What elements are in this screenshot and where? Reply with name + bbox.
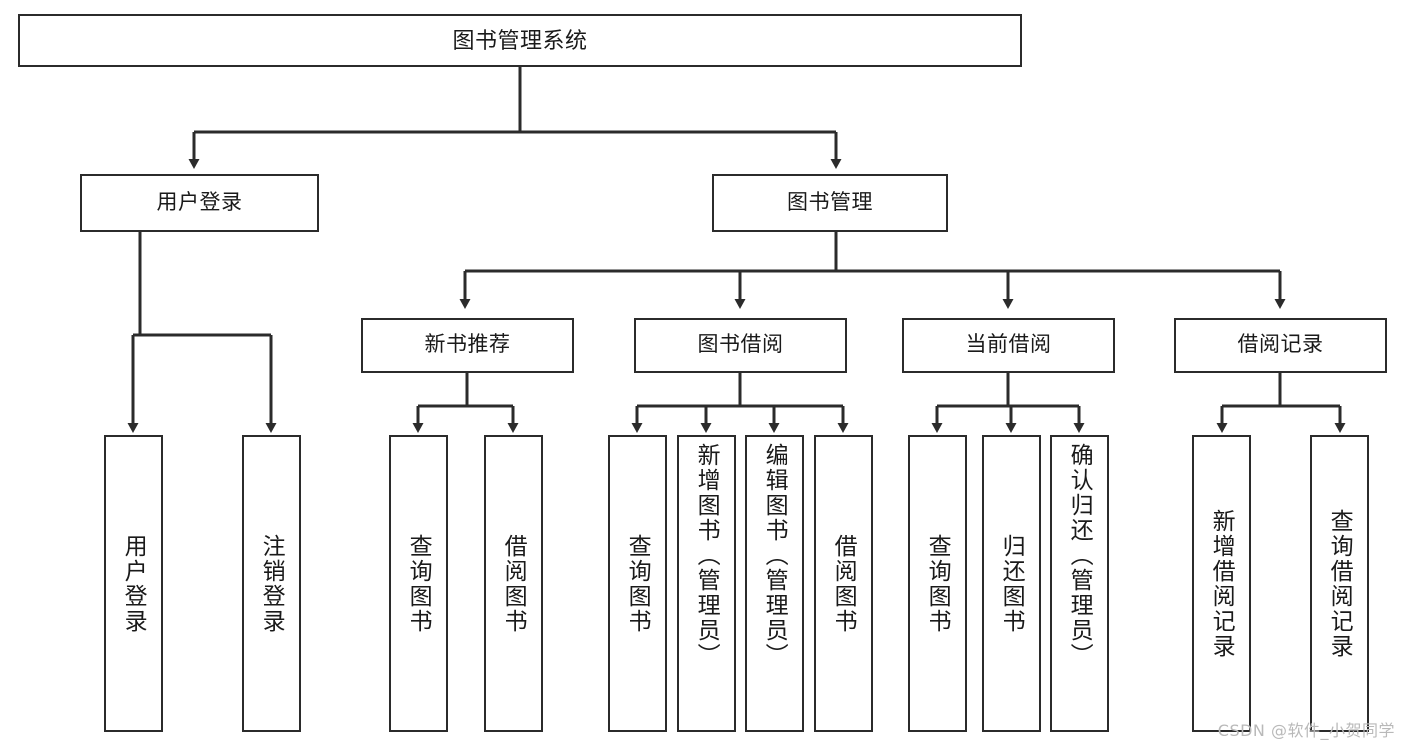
leaf-query-books-current[interactable]: 查询图书 (908, 435, 967, 732)
node-user-login[interactable]: 用户登录 (80, 174, 319, 232)
leaf-user-login[interactable]: 用户登录 (104, 435, 163, 732)
node-label: 编辑图书（管理员） (762, 443, 789, 668)
node-label: 新书推荐 (424, 333, 511, 357)
leaf-borrow-books-recommendation[interactable]: 借阅图书 (484, 435, 543, 732)
node-label: 新增图书（管理员） (694, 443, 721, 668)
node-label: 用户登录 (121, 533, 148, 634)
node-label: 查询借阅记录 (1327, 508, 1354, 659)
node-label: 当前借阅 (965, 333, 1052, 357)
node-borrowing-records[interactable]: 借阅记录 (1174, 318, 1387, 373)
node-label: 图书借阅 (697, 333, 784, 357)
node-label: 确认归还（管理员） (1067, 443, 1094, 668)
leaf-borrow-books-borrowing[interactable]: 借阅图书 (814, 435, 873, 732)
node-label: 图书管理系统 (452, 27, 588, 53)
node-label: 查询图书 (406, 533, 433, 634)
node-label: 图书管理 (787, 190, 873, 214)
watermark: CSDN @软件_小贺同学 (1217, 721, 1395, 740)
node-label: 查询图书 (625, 533, 652, 634)
node-current-borrowing[interactable]: 当前借阅 (902, 318, 1115, 373)
node-new-book-recommendation[interactable]: 新书推荐 (361, 318, 574, 373)
node-root-book-management-system[interactable]: 图书管理系统 (18, 14, 1022, 67)
leaf-logout[interactable]: 注销登录 (242, 435, 301, 732)
leaf-add-book-admin[interactable]: 新增图书（管理员） (677, 435, 736, 732)
leaf-add-borrow-record[interactable]: 新增借阅记录 (1192, 435, 1251, 732)
node-label: 借阅记录 (1237, 333, 1324, 357)
leaf-query-borrow-record[interactable]: 查询借阅记录 (1310, 435, 1369, 732)
leaf-edit-book-admin[interactable]: 编辑图书（管理员） (745, 435, 804, 732)
leaf-query-books-borrowing[interactable]: 查询图书 (608, 435, 667, 732)
node-label: 归还图书 (999, 533, 1026, 634)
node-label: 查询图书 (925, 533, 952, 634)
node-label: 注销登录 (259, 533, 286, 634)
leaf-return-books[interactable]: 归还图书 (982, 435, 1041, 732)
node-label: 用户登录 (156, 190, 243, 214)
node-book-borrowing[interactable]: 图书借阅 (634, 318, 847, 373)
node-label: 新增借阅记录 (1209, 508, 1236, 659)
leaf-query-books-recommendation[interactable]: 查询图书 (389, 435, 448, 732)
leaf-confirm-return-admin[interactable]: 确认归还（管理员） (1050, 435, 1109, 732)
node-label: 借阅图书 (831, 533, 858, 634)
node-book-management[interactable]: 图书管理 (712, 174, 948, 232)
node-label: 借阅图书 (501, 533, 528, 634)
